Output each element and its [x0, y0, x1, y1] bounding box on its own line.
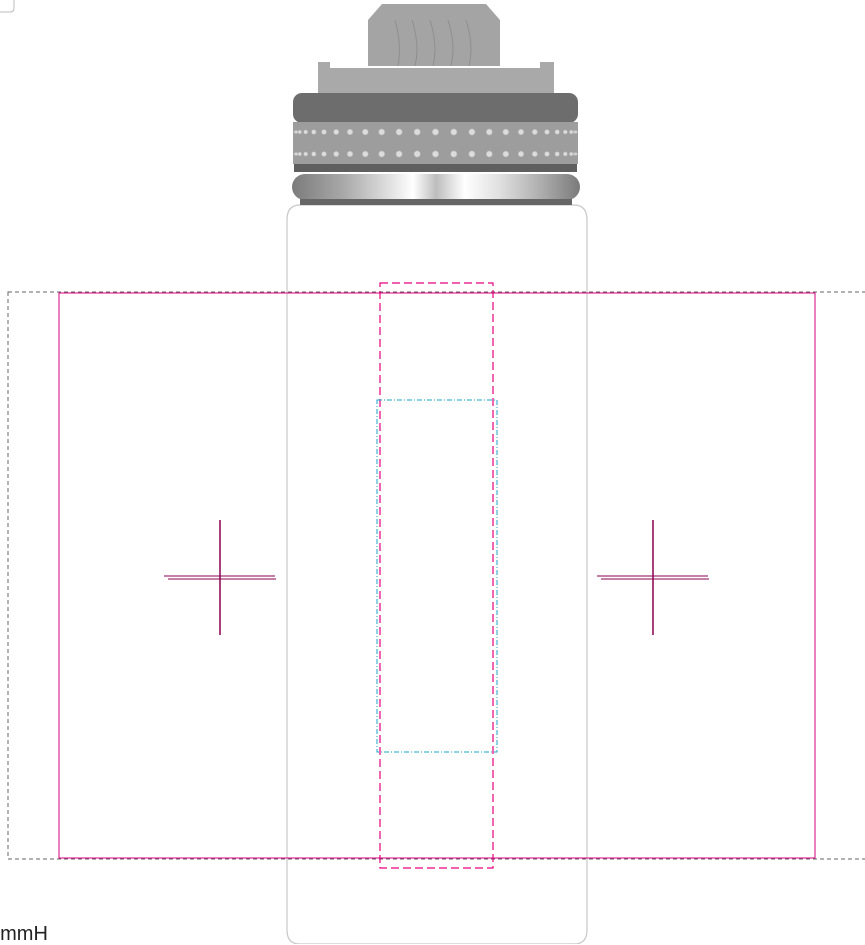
knurl-dot — [333, 129, 340, 135]
wrap-area-dashed-outline — [7, 291, 865, 860]
knurl-dot — [303, 129, 309, 135]
knurl-dot — [303, 151, 309, 157]
center-print-area-dashed — [379, 282, 494, 869]
knurl-dot — [333, 151, 340, 157]
knurl-dot — [554, 129, 560, 135]
knurl-dot — [346, 128, 354, 136]
knurl-dot — [321, 151, 327, 157]
knurl-dot — [413, 128, 421, 136]
knurl-dot — [569, 129, 574, 135]
knurl-dot — [431, 150, 439, 158]
crosshair-right — [597, 520, 709, 635]
knurl-dot — [517, 150, 525, 158]
knurl-dot — [531, 129, 538, 135]
knurl-dot — [502, 128, 510, 136]
bottle-cap — [292, 4, 580, 205]
cap-lip — [294, 164, 577, 172]
knurl-dot — [574, 152, 578, 156]
knurl-dot — [294, 130, 299, 134]
knurl-dot — [311, 151, 317, 157]
knurl-dot — [378, 128, 386, 136]
cap-ring-base — [300, 199, 572, 205]
knurl-dot — [311, 129, 317, 135]
knurl-dot — [574, 130, 578, 134]
cap-dark-band — [293, 93, 578, 123]
knurl-dot — [346, 150, 354, 158]
cap-knurl-dots — [293, 128, 578, 158]
knurl-dot — [395, 150, 403, 158]
knurl-dot — [531, 151, 538, 157]
knurl-dot — [362, 128, 369, 136]
knurl-dot — [554, 151, 560, 157]
cap-knurl-band — [293, 122, 578, 164]
bottle-body-outline — [286, 204, 588, 944]
knurl-dot — [569, 151, 574, 157]
knurl-dot — [485, 128, 493, 136]
knurl-dot — [431, 128, 439, 136]
knurl-dot — [544, 151, 550, 157]
knurl-dot — [378, 150, 386, 158]
knurl-dot — [450, 150, 458, 158]
knurl-dot — [395, 128, 403, 136]
knurl-dot — [468, 150, 476, 158]
knurl-dot — [485, 150, 493, 158]
crosshair-left — [164, 520, 276, 635]
cap-shiny-ring — [292, 174, 580, 200]
cap-shoulder — [318, 62, 554, 94]
knurl-dot — [294, 152, 299, 156]
knurl-dot — [468, 128, 476, 136]
knurl-dot — [362, 150, 369, 158]
knurl-dot — [321, 129, 327, 135]
dimension-label: 0mmH — [0, 923, 48, 945]
knurl-dot — [450, 128, 458, 136]
knurl-dot — [562, 151, 568, 157]
knurl-dot — [544, 129, 550, 135]
knurl-dot — [297, 129, 302, 135]
knurl-dot — [562, 129, 568, 135]
knurl-dot — [413, 150, 421, 158]
cap-spout-texture — [394, 19, 472, 67]
knurl-dot — [297, 151, 302, 157]
corner-mark — [0, 0, 15, 13]
safe-zone-rect — [376, 399, 498, 753]
knurl-dot — [502, 150, 510, 158]
bleed-line-rect — [58, 292, 816, 859]
knurl-dot — [517, 128, 525, 136]
